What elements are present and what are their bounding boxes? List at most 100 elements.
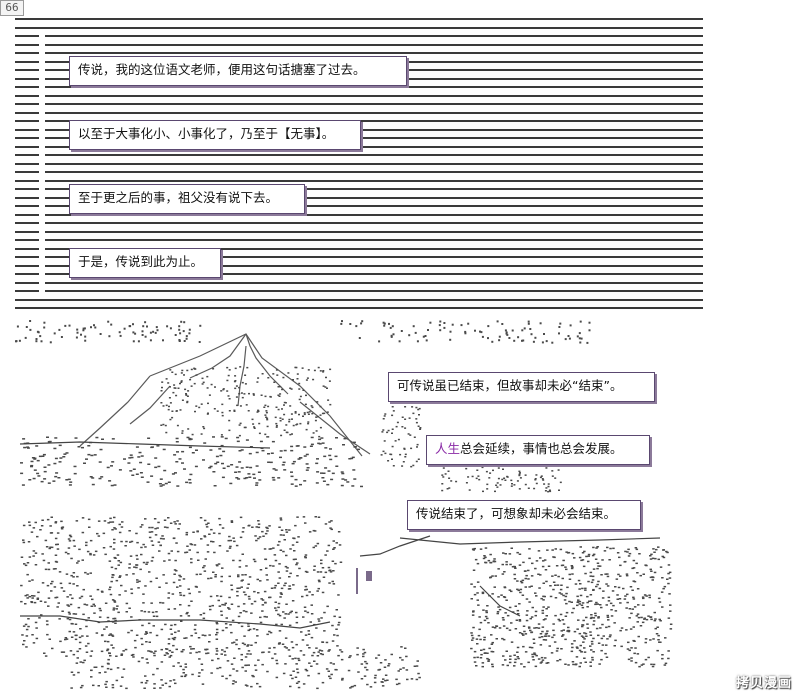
- ascii-dot: [265, 411, 268, 414]
- ascii-dot: [209, 577, 213, 579]
- ascii-dot: [211, 659, 214, 662]
- ascii-dot: [476, 643, 479, 645]
- ascii-dot: [492, 560, 496, 562]
- ascii-dot: [390, 335, 393, 338]
- ascii-dot: [330, 528, 333, 531]
- ascii-dot: [439, 329, 442, 332]
- ascii-dot: [309, 621, 312, 623]
- ascii-dot: [109, 655, 112, 657]
- ascii-dot: [257, 471, 261, 473]
- ascii-dot: [230, 631, 233, 634]
- ascii-dot: [581, 606, 585, 609]
- ascii-dot: [551, 341, 554, 344]
- ascii-dot: [285, 647, 288, 649]
- ascii-dot: [175, 570, 178, 572]
- ascii-dot: [173, 384, 176, 386]
- ascii-dot: [633, 606, 637, 608]
- ascii-dot: [606, 585, 610, 587]
- ascii-dot: [401, 416, 404, 418]
- ascii-dot: [333, 615, 336, 618]
- ascii-dot: [43, 321, 46, 324]
- ascii-dot: [556, 584, 560, 586]
- ascii-dot: [208, 394, 211, 396]
- ascii-dot: [199, 614, 203, 616]
- ascii-dot: [265, 567, 268, 569]
- ascii-dot: [226, 465, 230, 468]
- ascii-dot: [167, 552, 171, 555]
- ascii-dot: [182, 330, 185, 333]
- bar-gap: [39, 76, 45, 81]
- ascii-dot: [151, 446, 154, 448]
- ascii-dot: [586, 606, 589, 608]
- ascii-dot: [328, 521, 331, 523]
- ascii-dot: [185, 335, 188, 338]
- ascii-dot: [82, 329, 85, 332]
- ascii-dot: [586, 627, 590, 629]
- ascii-dot: [570, 567, 574, 570]
- ascii-dot: [161, 484, 165, 486]
- ascii-dot: [487, 325, 490, 328]
- ascii-dot: [597, 580, 600, 583]
- ascii-dot: [657, 546, 660, 548]
- ascii-dot: [498, 608, 502, 611]
- ascii-dot: [238, 559, 242, 562]
- ascii-dot: [268, 525, 271, 527]
- ascii-dot: [316, 542, 320, 545]
- ascii-dot: [494, 575, 497, 577]
- ascii-dot: [221, 649, 224, 651]
- ascii-bar: [15, 154, 703, 156]
- ascii-dot: [109, 586, 112, 588]
- ascii-dot: [89, 572, 92, 574]
- ascii-dot: [97, 535, 101, 537]
- ascii-dot: [316, 458, 319, 460]
- ascii-dot: [112, 609, 115, 611]
- ascii-dot: [308, 531, 312, 533]
- ascii-dot: [256, 578, 259, 581]
- ascii-dot: [165, 431, 168, 434]
- ascii-dot: [51, 647, 54, 650]
- ascii-dot: [303, 412, 306, 414]
- ascii-dot: [360, 678, 364, 680]
- ascii-dot: [199, 324, 202, 327]
- ascii-dot: [212, 436, 215, 438]
- ascii-dot: [28, 521, 31, 523]
- ascii-dot: [76, 575, 79, 578]
- ascii-dot: [280, 587, 284, 590]
- ascii-dot: [558, 489, 560, 491]
- ascii-dot: [247, 623, 250, 625]
- ascii-bar: [15, 205, 703, 207]
- ascii-dot: [209, 449, 213, 451]
- ascii-dot: [243, 643, 247, 646]
- ascii-dot: [264, 395, 267, 398]
- ascii-dot: [570, 650, 574, 653]
- ascii-dot: [90, 326, 92, 329]
- ascii-dot: [386, 431, 389, 434]
- ascii-dot: [572, 607, 575, 610]
- ascii-dot: [256, 381, 259, 383]
- ascii-dot: [240, 580, 243, 582]
- ascii-dot: [294, 558, 297, 560]
- ascii-dot: [606, 638, 609, 640]
- ascii-dot: [246, 587, 249, 589]
- ascii-dot: [193, 628, 197, 631]
- ascii-dot: [540, 661, 544, 663]
- ascii-dot: [489, 576, 493, 578]
- ascii-dot: [521, 329, 524, 332]
- ascii-dot: [111, 684, 115, 686]
- ascii-dot: [226, 390, 229, 392]
- ascii-dot: [163, 469, 167, 472]
- ascii-dot: [592, 553, 596, 556]
- ascii-dot: [257, 520, 260, 522]
- ascii-dot: [77, 446, 81, 448]
- ascii-dot: [115, 655, 118, 657]
- ascii-dot: [129, 325, 132, 328]
- ascii-dot: [333, 547, 336, 549]
- ascii-dot: [485, 470, 488, 473]
- ascii-dot: [169, 386, 171, 388]
- ascii-dot: [163, 560, 166, 562]
- ascii-dot: [67, 611, 71, 614]
- ascii-dot: [215, 633, 218, 636]
- ascii-dot: [104, 602, 108, 604]
- ascii-dot: [78, 648, 82, 650]
- ascii-dot: [261, 530, 264, 533]
